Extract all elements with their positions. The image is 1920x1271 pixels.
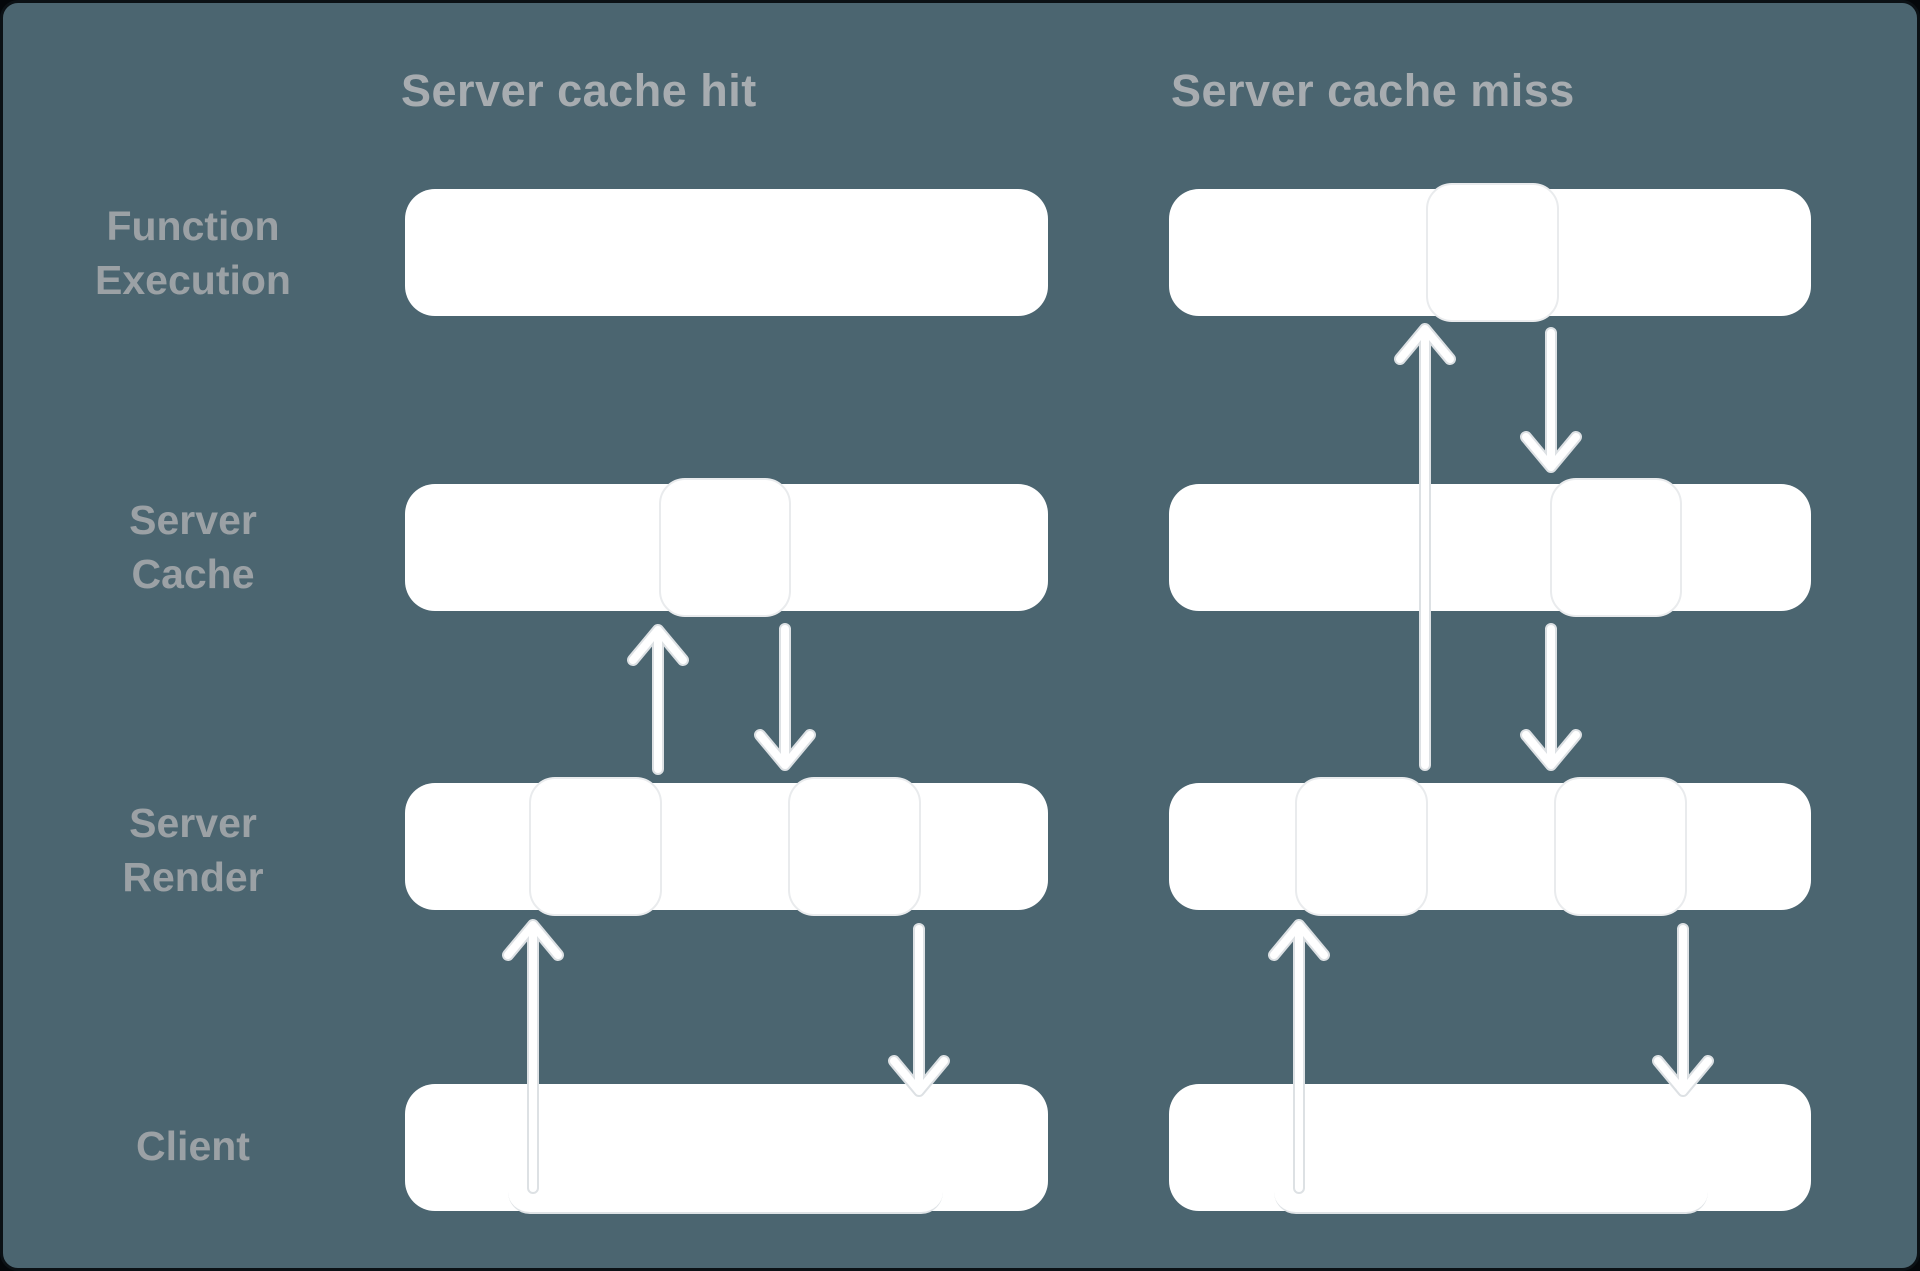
row-label-server-cache: Server Cache [129, 497, 257, 597]
miss-server-render-band [1169, 783, 1811, 910]
hit-render-request-node [529, 777, 662, 916]
miss-arrow-function-to-cache [1522, 329, 1580, 471]
hit-arrow-render-to-client [890, 925, 948, 1095]
column-header-server-cache-miss: Server cache miss [1171, 65, 1575, 116]
miss-render-response-node [1554, 777, 1687, 916]
hit-arrow-render-to-cache [629, 626, 687, 773]
miss-arrow-render-to-client [1654, 925, 1712, 1095]
hit-server-render-band [405, 783, 1048, 910]
hit-arrow-render-to-client-edge [888, 923, 950, 1097]
miss-client-span-node [1274, 1084, 1708, 1214]
hit-render-response-node [788, 777, 921, 916]
miss-cache-entry-node [1550, 478, 1682, 617]
miss-render-request-node [1295, 777, 1428, 916]
hit-arrow-cache-to-render-edge [754, 623, 816, 771]
row-label-function-execution: Function Execution [95, 203, 291, 303]
hit-function-execution-band [405, 189, 1048, 316]
miss-arrow-render-to-client-edge [1652, 923, 1714, 1097]
miss-function-invocation-node [1426, 183, 1559, 322]
column-header-server-cache-hit: Server cache hit [401, 65, 757, 116]
row-label-server-render: Server Render [122, 800, 264, 900]
row-label-client: Client [136, 1123, 250, 1169]
miss-server-cache-band [1169, 484, 1811, 611]
miss-arrow-function-to-cache-edge [1520, 327, 1582, 473]
hit-client-span-node [508, 1084, 943, 1214]
hit-arrow-cache-to-render [756, 625, 814, 769]
hit-cache-entry-node [659, 478, 791, 617]
miss-arrow-cache-to-render [1522, 625, 1580, 769]
hit-arrow-render-to-cache-edge [627, 624, 689, 775]
miss-arrow-cache-to-render-edge [1520, 623, 1582, 771]
